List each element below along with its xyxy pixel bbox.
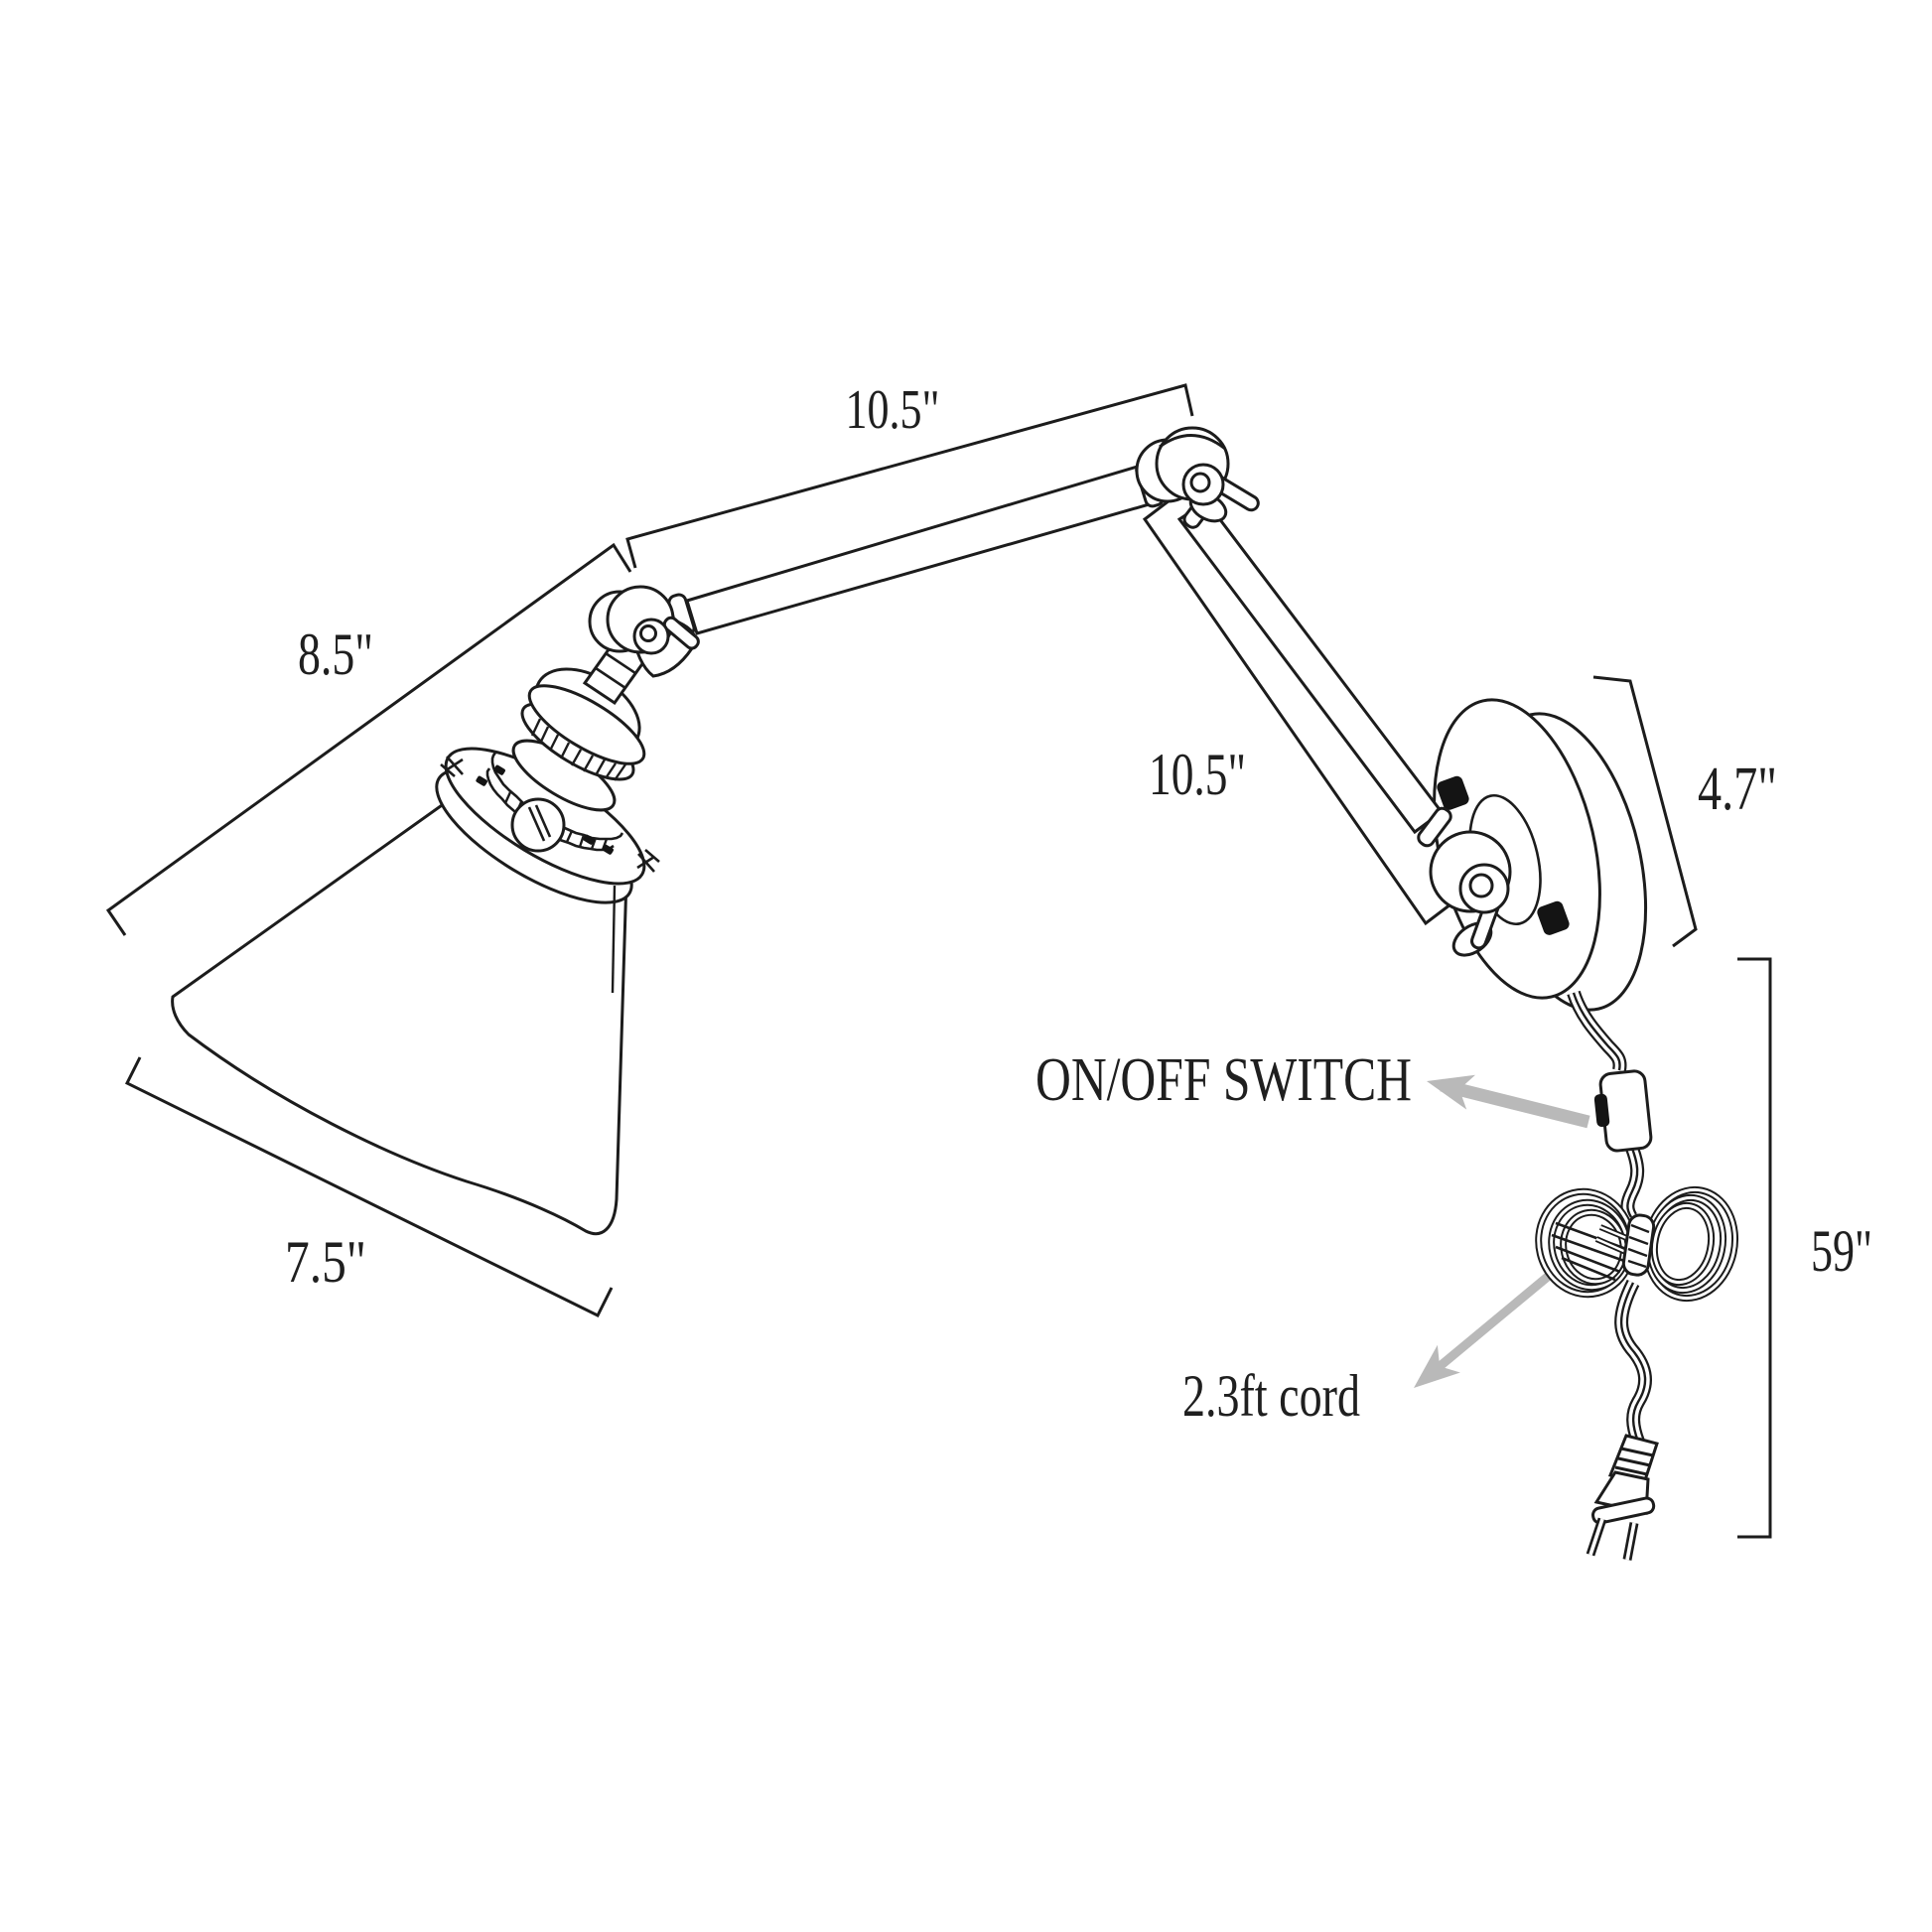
svg-text:7.5": 7.5" (285, 1229, 366, 1295)
svg-text:8.5": 8.5" (298, 621, 373, 687)
svg-text:10.5": 10.5" (846, 379, 940, 441)
svg-text:ON/OFF SWITCH: ON/OFF SWITCH (1035, 1046, 1412, 1114)
svg-text:2.3ft cord: 2.3ft cord (1182, 1363, 1360, 1429)
svg-text:4.7": 4.7" (1698, 756, 1777, 823)
svg-text:59": 59" (1811, 1218, 1872, 1284)
svg-text:10.5": 10.5" (1149, 742, 1246, 807)
